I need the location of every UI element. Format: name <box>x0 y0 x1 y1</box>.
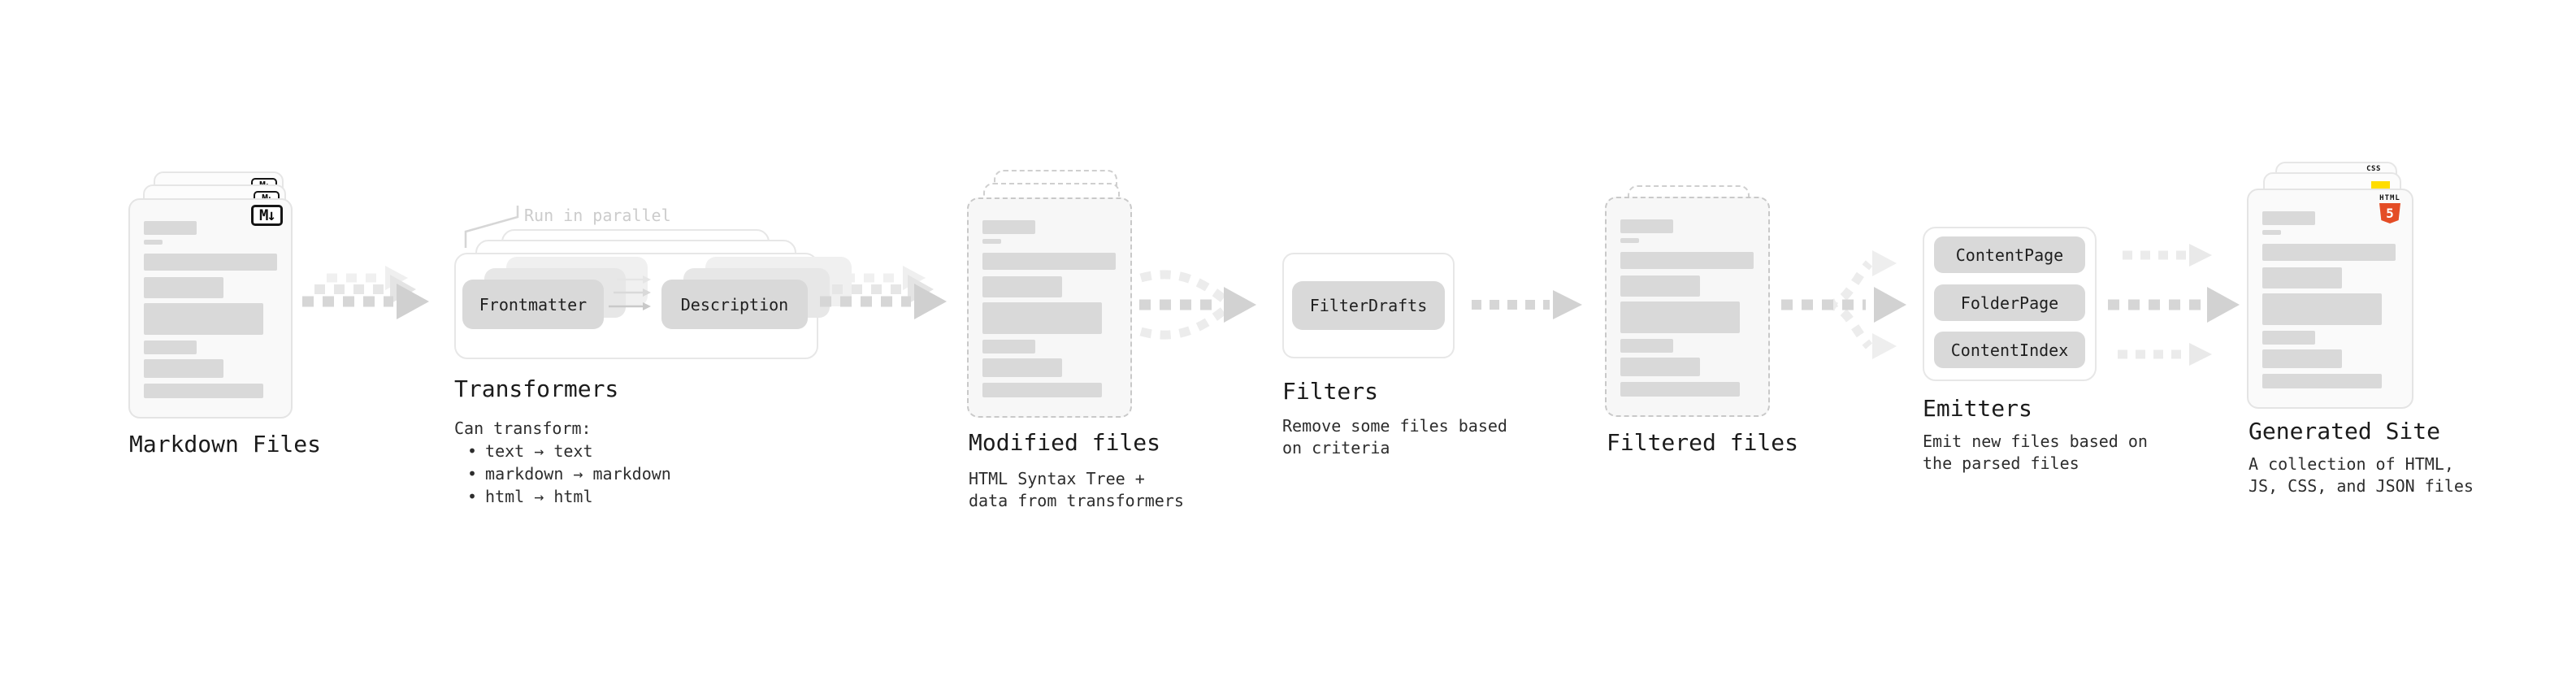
html5-icon-number: 5 <box>2386 206 2394 221</box>
transform-bullet: • text → text <box>454 440 671 462</box>
flow-arrows-emitters-to-generated <box>2108 244 2240 366</box>
doc-line-bar <box>2262 211 2315 225</box>
description-line: JS, CSS, and JSON files <box>2249 476 2474 496</box>
doc-line-bar <box>2262 267 2342 288</box>
doc-line-bar <box>144 340 197 354</box>
doc-line-bar <box>1620 275 1700 297</box>
description-pill: Description <box>661 280 808 329</box>
stage-label-emitters: Emitters <box>1923 395 2032 422</box>
document-skeleton <box>1620 219 1754 397</box>
contentpage-pill: ContentPage <box>1934 236 2085 273</box>
bullet-dot: • <box>467 441 478 461</box>
doc-line-bar <box>1620 238 1639 243</box>
description-line: A collection of HTML, <box>2249 454 2454 474</box>
stage-label-modified-files: Modified files <box>969 429 1161 456</box>
modified-file-card-front <box>967 197 1132 418</box>
bullet-dot: • <box>467 464 478 484</box>
transform-bullet: • html → html <box>454 485 671 508</box>
flow-arrow-markdown-to-transformers <box>302 266 429 319</box>
doc-line-bar <box>2262 244 2396 261</box>
contentindex-pill: ContentIndex <box>1934 332 2085 368</box>
description-line: data from transformers <box>969 491 1184 510</box>
markdown-file-card-front: M↓ <box>128 198 293 419</box>
markdown-icon: M↓ <box>251 205 283 226</box>
doc-line-bar <box>144 303 263 335</box>
description-line: Emit new files based on <box>1923 432 2148 451</box>
stage-label-transformers: Transformers <box>454 375 619 402</box>
doc-line-bar <box>982 302 1102 334</box>
stage-emitters: ContentPage FolderPage ContentIndex Emit… <box>1923 227 2148 479</box>
doc-line-bar <box>144 359 223 378</box>
doc-line-bar <box>2262 230 2281 235</box>
doc-line-bar <box>2262 349 2342 368</box>
generated-site-description: A collection of HTML, JS, CSS, and JSON … <box>2249 453 2474 497</box>
stage-transformers: Run in parallel Frontmatter Description … <box>452 195 852 512</box>
description-line: on criteria <box>1282 438 1390 458</box>
doc-line-bar <box>144 240 163 245</box>
doc-line-bar <box>982 358 1062 377</box>
stage-label-filtered-files: Filtered files <box>1607 429 1799 456</box>
doc-line-bar <box>1620 382 1740 397</box>
modified-files-description: HTML Syntax Tree + data from transformer… <box>969 468 1184 512</box>
doc-line-bar <box>982 276 1062 297</box>
filtered-file-card-front <box>1605 197 1770 417</box>
pill-connector-arrows <box>609 275 651 310</box>
doc-line-bar <box>1620 301 1740 333</box>
bullet-text: text → text <box>485 441 593 461</box>
doc-line-bar <box>982 239 1001 244</box>
frontmatter-pill: Frontmatter <box>462 280 604 329</box>
doc-line-bar <box>144 221 197 235</box>
doc-line-bar <box>1620 252 1754 269</box>
transformers-description-title: Can transform: <box>454 419 592 438</box>
doc-line-bar <box>982 340 1035 354</box>
html5-icon-shield: 5 <box>2379 203 2400 223</box>
filterdrafts-pill: FilterDrafts <box>1292 281 1445 330</box>
flow-arrow-modified-to-filters <box>1139 270 1256 340</box>
html5-icon: HTML 5 <box>2378 194 2402 223</box>
stage-filters: FilterDrafts Filters Remove some files b… <box>1282 253 1507 480</box>
generated-file-card-front: HTML 5 <box>2247 189 2413 409</box>
run-in-parallel-note: Run in parallel <box>524 206 671 225</box>
doc-line-bar <box>2262 374 2382 388</box>
flow-arrow-filtered-to-emitters <box>1781 250 1906 359</box>
html5-icon-label: HTML <box>2379 194 2400 202</box>
doc-line-bar <box>1620 358 1700 376</box>
stage-markdown-files: M↓ M↓ M↓ Markdown Files <box>128 159 332 484</box>
transformers-description: Can transform: • text → text • markdown → … <box>454 418 671 508</box>
document-skeleton <box>2262 211 2396 388</box>
doc-line-bar <box>982 253 1116 270</box>
flow-arrow-transformers-to-modified <box>820 266 947 319</box>
callout-line <box>464 206 519 248</box>
transform-bullet: • markdown → markdown <box>454 462 671 485</box>
stage-label-markdown-files: Markdown Files <box>129 431 322 458</box>
doc-line-bar <box>2262 293 2382 325</box>
bullet-dot: • <box>467 487 478 506</box>
emitters-description: Emit new files based on the parsed files <box>1923 431 2148 475</box>
doc-line-bar <box>144 254 277 271</box>
stage-label-filters: Filters <box>1282 378 1379 405</box>
doc-line-bar <box>982 220 1035 234</box>
flow-arrow-filters-to-filtered <box>1472 290 1582 319</box>
doc-line-bar <box>144 384 263 398</box>
stage-modified-files: Modified files HTML Syntax Tree + data f… <box>967 159 1195 517</box>
description-line: the parsed files <box>1923 453 2079 473</box>
document-skeleton <box>144 221 277 398</box>
stage-label-generated-site: Generated Site <box>2249 418 2441 445</box>
css-icon-label: CSS <box>2366 165 2381 173</box>
doc-line-bar <box>144 277 223 298</box>
stage-filtered-files: Filtered files <box>1605 174 1816 456</box>
doc-line-bar <box>2262 331 2315 345</box>
doc-line-bar <box>1620 219 1673 233</box>
description-line: HTML Syntax Tree + <box>969 469 1145 488</box>
bullet-text: markdown → markdown <box>485 464 671 484</box>
doc-line-bar <box>982 383 1102 397</box>
description-line: Remove some files based <box>1282 416 1507 436</box>
filters-description: Remove some files based on criteria <box>1282 415 1507 459</box>
bullet-text: html → html <box>485 487 593 506</box>
doc-line-bar <box>1620 339 1673 353</box>
stage-generated-site: CSS HTML 5 Generated Site A collection o… <box>2247 159 2491 517</box>
document-skeleton <box>982 220 1116 397</box>
folderpage-pill: FolderPage <box>1934 284 2085 321</box>
